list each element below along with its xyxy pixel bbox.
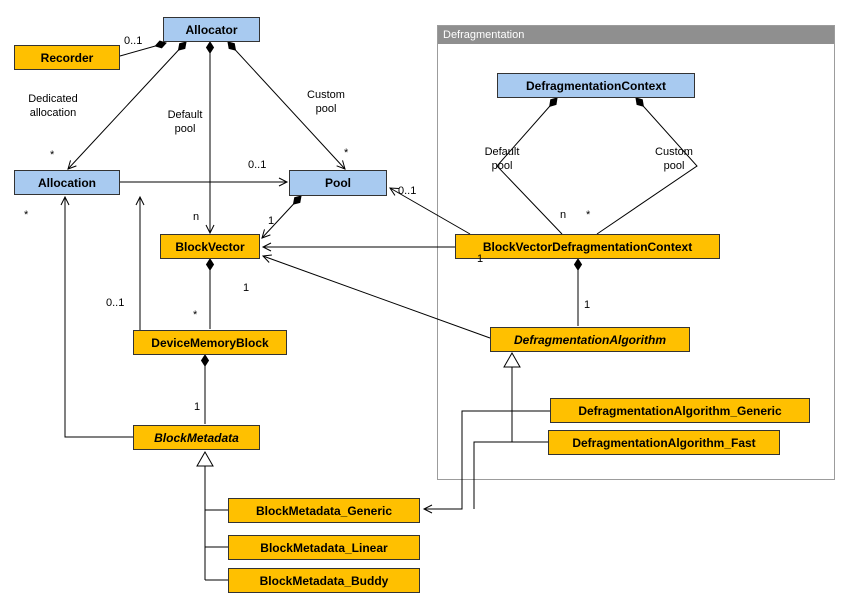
edge-label-ctx-default-pool: Default pool xyxy=(484,146,520,173)
class-devicememoryblock: DeviceMemoryBlock xyxy=(133,330,287,355)
defragmentation-container: Defragmentation xyxy=(437,25,835,480)
multiplicity-ctx-custom-pool: * xyxy=(586,209,591,221)
multiplicity-ctx-default-pool: n xyxy=(560,209,567,221)
class-blockvector: BlockVector xyxy=(160,234,260,259)
edge-label-dedicated-allocation: Dedicated allocation xyxy=(28,93,78,120)
edge-label-ctx-custom-pool: Custom pool xyxy=(655,146,693,173)
multiplicity-dedicated: * xyxy=(50,149,55,161)
class-blockvectordefragmentationcontext: BlockVectorDefragmentationContext xyxy=(455,234,720,259)
class-defragmentationalgorithm: DefragmentationAlgorithm xyxy=(490,327,690,352)
defragmentation-container-title: Defragmentation xyxy=(438,26,834,44)
class-pool: Pool xyxy=(289,170,387,196)
class-defragmentationalgorithm-generic: DefragmentationAlgorithm_Generic xyxy=(550,398,810,423)
class-blockmetadata-linear: BlockMetadata_Linear xyxy=(228,535,420,560)
class-blockmetadata: BlockMetadata xyxy=(133,425,260,450)
class-blockmetadata-buddy: BlockMetadata_Buddy xyxy=(228,568,420,593)
multiplicity-bvdc-pool: 0..1 xyxy=(398,185,417,197)
multiplicity-metadata-allocation: * xyxy=(24,209,29,221)
multiplicity-block-metadata: 1 xyxy=(194,401,201,413)
edge-blockmetadata-allocation xyxy=(60,195,133,438)
inheritance-triangle-blockmetadata xyxy=(196,450,214,467)
class-recorder: Recorder xyxy=(14,45,120,70)
class-blockmetadata-generic: BlockMetadata_Generic xyxy=(228,498,420,523)
multiplicity-pool-blockvector: 1 xyxy=(268,215,275,227)
multiplicity-recorder: 0..1 xyxy=(124,35,143,47)
multiplicity-default-pool: n xyxy=(193,211,200,223)
multiplicity-allocation-block: 0..1 xyxy=(106,297,125,309)
multiplicity-blockvector-block: * xyxy=(193,309,198,321)
edge-label-custom-pool: Custom pool xyxy=(307,89,345,116)
class-defragmentationalgorithm-fast: DefragmentationAlgorithm_Fast xyxy=(548,430,780,455)
edge-label-default-pool: Default pool xyxy=(167,109,203,136)
multiplicity-bvdc-algorithm: 1 xyxy=(584,299,591,311)
class-allocator: Allocator xyxy=(163,17,260,42)
class-allocation: Allocation xyxy=(14,170,120,195)
multiplicity-algorithm-blockvector: 1 xyxy=(243,282,250,294)
multiplicity-allocation-pool: 0..1 xyxy=(248,159,267,171)
class-defragmentationcontext: DefragmentationContext xyxy=(497,73,695,98)
multiplicity-bvdc-blockvector: 1 xyxy=(477,253,484,265)
multiplicity-custom-pool: * xyxy=(344,147,349,159)
